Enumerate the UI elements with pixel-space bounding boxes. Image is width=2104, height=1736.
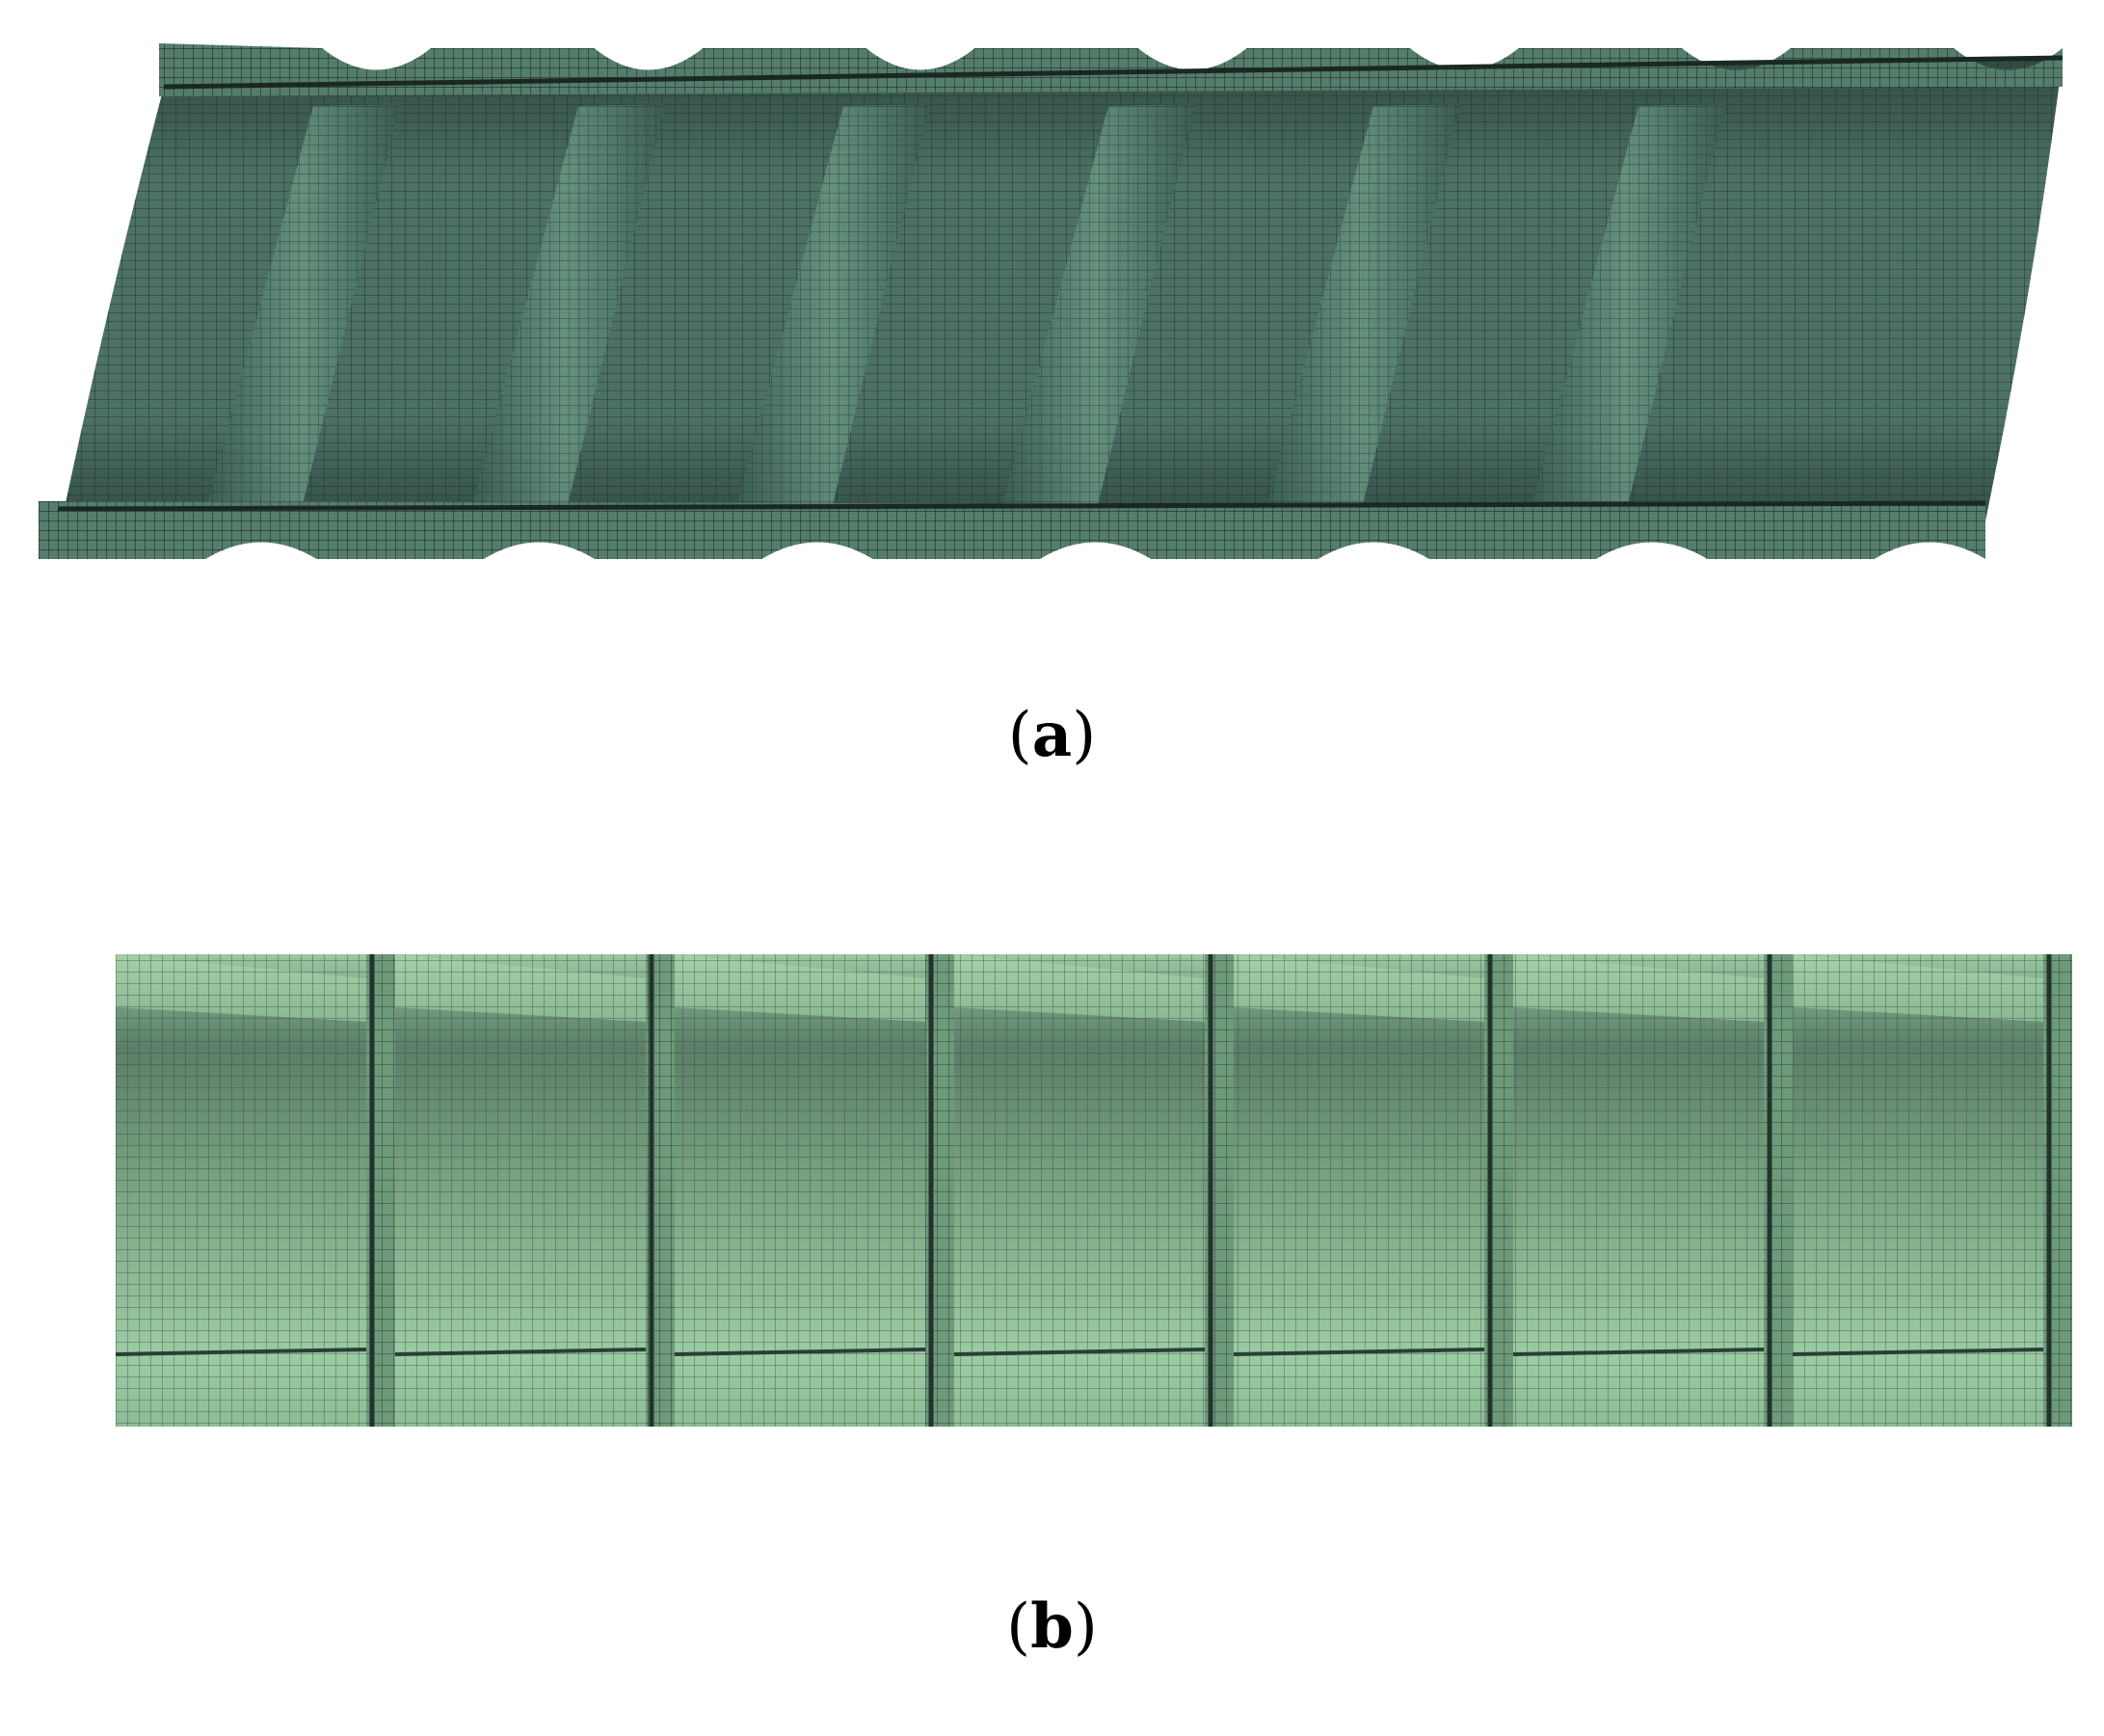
- mesh-oblique-view: [39, 43, 2064, 559]
- segment-mesh: [675, 954, 925, 1427]
- caption-a: (a): [1007, 699, 1097, 771]
- segment-seam: [115, 1348, 367, 1356]
- mesh-side-view: [115, 954, 2072, 1427]
- rib-band-mesh: [732, 104, 930, 522]
- segment-seam: [1233, 1348, 1485, 1356]
- rib-band-mesh: [1263, 104, 1460, 522]
- segment-seam: [674, 1348, 926, 1356]
- segment-seam: [1792, 1348, 2044, 1356]
- segment-mesh: [395, 954, 646, 1427]
- segment-seam: [394, 1348, 647, 1356]
- rib-band-mesh: [998, 104, 1195, 522]
- segment-mesh: [116, 954, 366, 1427]
- panel-a-mesh: [0, 0, 2104, 617]
- panel-b-mesh: [0, 925, 2104, 1465]
- segment-seam: [953, 1348, 1206, 1356]
- segment-mesh: [1513, 954, 1764, 1427]
- top-flange-mesh: [159, 43, 2063, 96]
- bottom-edge: [57, 500, 1986, 512]
- segment-mesh: [954, 954, 1205, 1427]
- rib-band-mesh: [1528, 104, 1725, 522]
- segment-seam: [1512, 1348, 1765, 1356]
- caption-b: (b): [1006, 1590, 1098, 1663]
- bottom-flange-mesh: [39, 501, 1985, 559]
- top-edge: [163, 55, 2064, 90]
- rib-band-mesh: [202, 104, 400, 522]
- segment-mesh: [1234, 954, 1484, 1427]
- segment-mesh: [1793, 954, 2043, 1427]
- rib-band-mesh: [467, 104, 665, 522]
